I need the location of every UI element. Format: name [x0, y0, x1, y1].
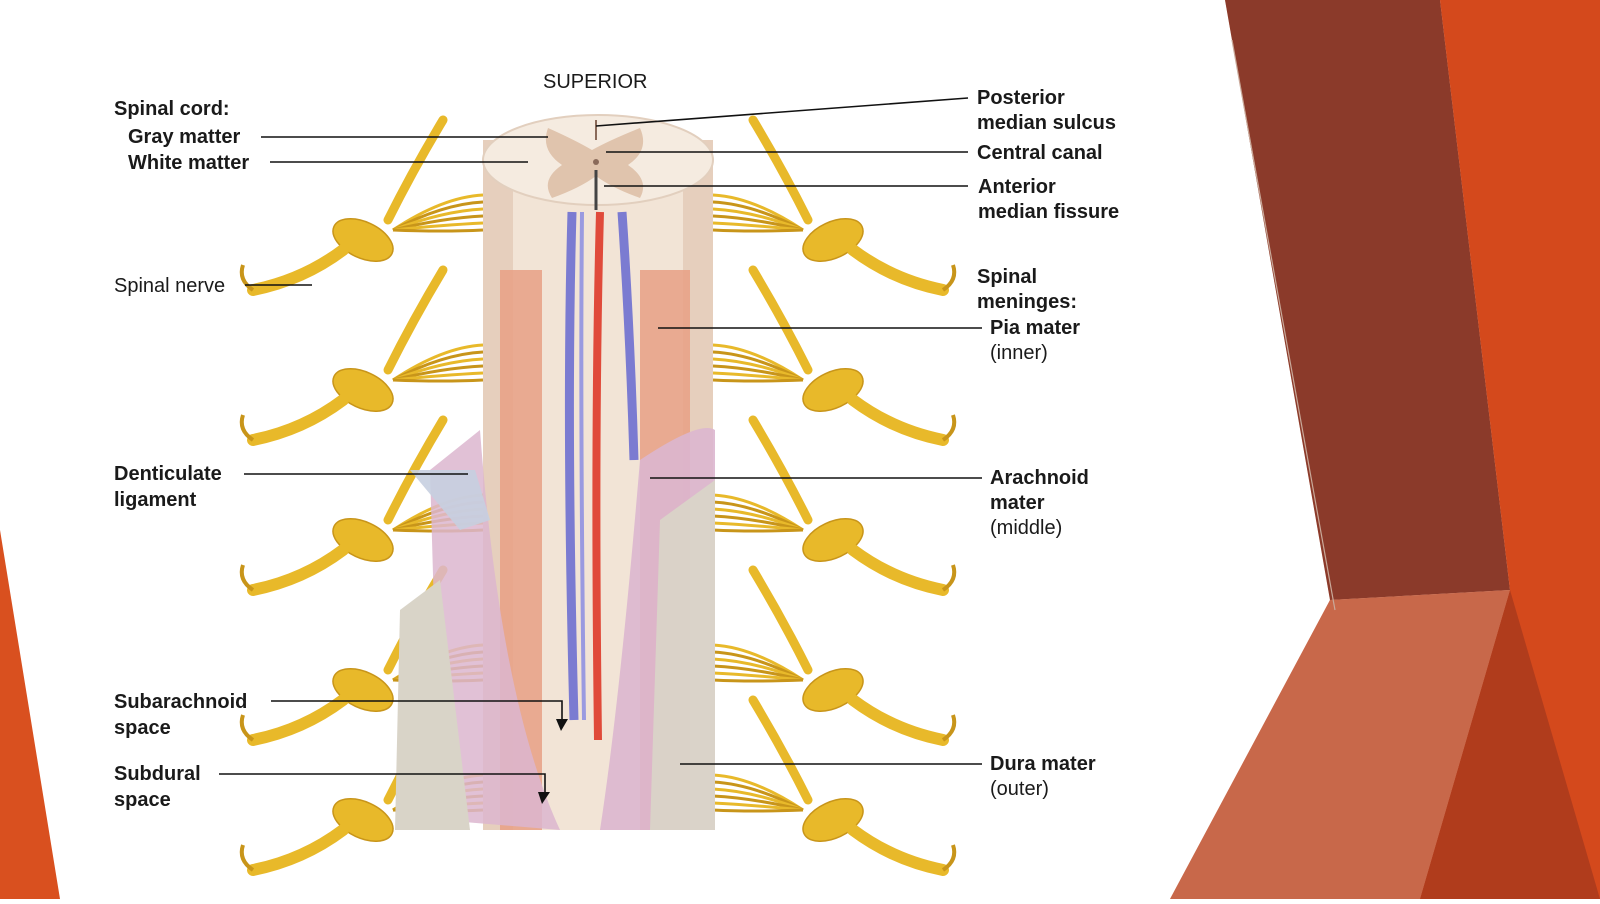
spinal-meninges-heading-line2: meninges:	[977, 291, 1077, 313]
arachnoid-mater-label-line1: Arachnoid	[990, 467, 1089, 489]
white-matter-label: White matter	[128, 152, 249, 174]
arachnoid-mater-label-line2: mater	[990, 492, 1045, 514]
subdural-space-label-line2: space	[114, 789, 171, 811]
gray-matter-label: Gray matter	[128, 126, 240, 148]
denticulate-ligament-label-line1: Denticulate	[114, 463, 222, 485]
subarachnoid-space-label-line1: Subarachnoid	[114, 691, 247, 713]
leader-posterior-median-sulcus	[596, 98, 968, 126]
right-spinal-nerve-4	[713, 570, 954, 740]
dura-mater-note: (outer)	[990, 778, 1049, 800]
posterior-median-sulcus-label-line1: Posterior	[977, 87, 1065, 109]
left-spinal-nerve-1	[242, 120, 483, 290]
right-spinal-nerve-2	[713, 270, 954, 440]
spinal-cord	[395, 115, 715, 830]
pia-mater-label: Pia mater	[990, 317, 1080, 339]
spinal-cord-heading: Spinal cord:	[114, 98, 230, 120]
subdural-space-label-line1: Subdural	[114, 763, 201, 785]
posterior-median-sulcus-label-line2: median sulcus	[977, 112, 1116, 134]
central-canal-label: Central canal	[977, 142, 1103, 164]
anterior-spinal-artery	[596, 212, 600, 740]
spinal-meninges-heading-line1: Spinal	[977, 266, 1037, 288]
subarachnoid-space-label-line2: space	[114, 717, 171, 739]
pia-mater-note: (inner)	[990, 342, 1048, 364]
vein-left	[569, 212, 574, 720]
dura-mater-label: Dura mater	[990, 753, 1096, 775]
central-canal	[593, 159, 599, 165]
anterior-median-fissure-label-line1: Anterior	[978, 176, 1056, 198]
left-orange-shape	[0, 530, 60, 899]
right-spinal-nerve-1	[713, 120, 954, 290]
left-spinal-nerve-2	[242, 270, 483, 440]
spinal-nerve-label: Spinal nerve	[114, 275, 225, 297]
anterior-median-fissure-label-line2: median fissure	[978, 201, 1119, 223]
arachnoid-mater-note: (middle)	[990, 517, 1062, 539]
right-spinal-nerve-3	[713, 420, 954, 590]
orientation-label: SUPERIOR	[543, 71, 647, 93]
denticulate-ligament-label-line2: ligament	[114, 489, 197, 511]
dura-mater-right	[650, 480, 715, 830]
right-spinal-nerve-5	[713, 700, 954, 870]
